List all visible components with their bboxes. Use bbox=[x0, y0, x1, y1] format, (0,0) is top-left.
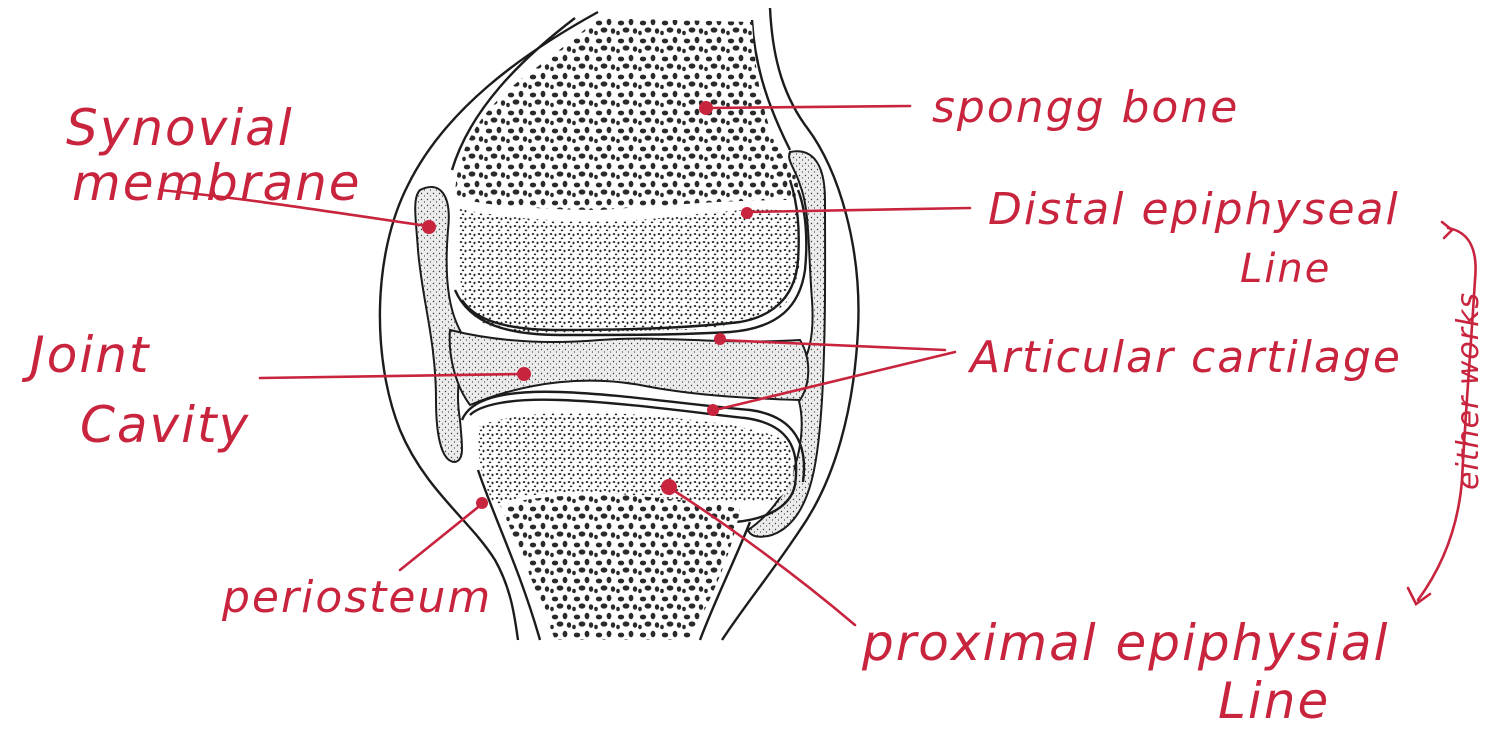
pointer-dot-articular-lower bbox=[707, 404, 719, 416]
label-synovial-membrane-line1: Synovial bbox=[66, 99, 294, 157]
pointer-dot-distal-epiphyseal bbox=[741, 207, 753, 219]
label-side-note: either works bbox=[1451, 292, 1486, 490]
pointer-dot-proximal-epiphyseal bbox=[661, 479, 677, 495]
label-proximal-epiphyseal-line1: proximal epiphysial bbox=[861, 614, 1389, 672]
label-spongy-bone: spongg bone bbox=[932, 82, 1239, 133]
bone-illustration bbox=[380, 8, 859, 640]
side-bracket-arrowhead-top bbox=[1442, 222, 1452, 238]
pointer-dot-joint-cavity bbox=[517, 367, 531, 381]
label-joint-cavity-line2: Cavity bbox=[80, 396, 250, 454]
label-distal-epiphyseal-line1: Distal epiphyseal bbox=[988, 184, 1400, 235]
pointer-dot-periosteum bbox=[476, 497, 488, 509]
pointer-dot-synovial-membrane bbox=[422, 220, 436, 234]
pointer-dot-spongy-bone bbox=[699, 101, 713, 115]
leader-periosteum bbox=[400, 504, 482, 570]
label-periosteum: periosteum bbox=[221, 572, 492, 623]
label-articular-cartilage: Articular cartilage bbox=[967, 332, 1402, 383]
label-joint-cavity-line1: Joint bbox=[21, 326, 151, 384]
side-bracket-arrowhead-bottom bbox=[1408, 588, 1430, 604]
lower-spongy-region bbox=[500, 495, 740, 640]
upper-spongy-region bbox=[455, 18, 798, 210]
pointer-dot-articular-upper bbox=[714, 333, 726, 345]
label-synovial-membrane-line2: membrane bbox=[72, 154, 362, 212]
lower-epiphysis-region bbox=[479, 412, 794, 505]
label-proximal-epiphyseal-line2: Line bbox=[1218, 672, 1330, 730]
label-distal-epiphyseal-line2: Line bbox=[1240, 246, 1331, 292]
